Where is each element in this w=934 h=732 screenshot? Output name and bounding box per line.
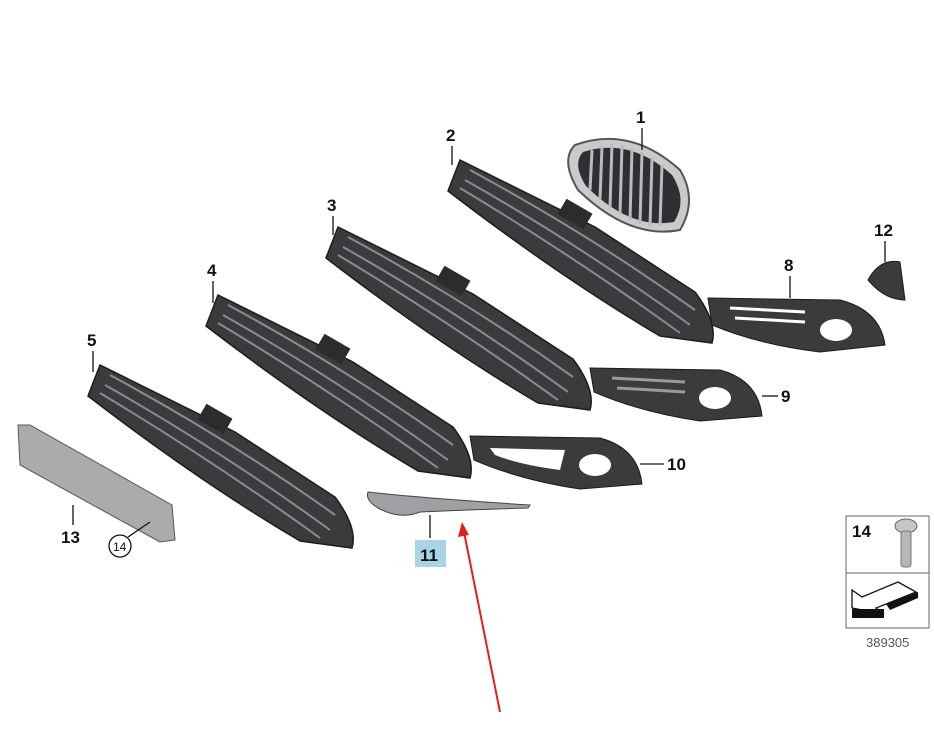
label-part-10[interactable]: 10 [667, 455, 686, 474]
circle-part-14 [108, 534, 132, 558]
label-part-4[interactable]: 4 [207, 261, 217, 280]
label-part-3[interactable]: 3 [327, 196, 336, 215]
part-1-kidney-grille[interactable] [567, 137, 690, 233]
part-9-fog-light-frame[interactable] [589, 367, 763, 422]
part-12-cover-cap[interactable] [867, 260, 906, 301]
label-part-2[interactable]: 2 [446, 126, 455, 145]
diagram-number: 389305 [866, 635, 909, 650]
red-arrow-annotation [458, 522, 501, 713]
part-8-fog-light-frame[interactable] [707, 297, 886, 353]
part-13-license-plate-base[interactable] [17, 424, 176, 543]
leader-lines [72, 128, 886, 538]
legend-label-14: 14 [852, 522, 871, 541]
label-part-12[interactable]: 12 [874, 221, 893, 240]
part-10-fog-light-frame[interactable] [469, 435, 643, 490]
label-part-13[interactable]: 13 [61, 528, 80, 547]
screw-icon [894, 518, 918, 568]
label-part-8[interactable]: 8 [784, 256, 793, 275]
label-part-5[interactable]: 5 [87, 331, 96, 350]
label-part-11[interactable]: 11 [420, 546, 438, 565]
arrow-icon [851, 581, 918, 618]
label-part-14[interactable]: 14 [113, 540, 127, 554]
highlight-box-part-11 [415, 540, 446, 567]
part-11-trim-strip[interactable] [367, 491, 531, 516]
legend-box: 14 [845, 515, 930, 629]
label-part-9[interactable]: 9 [781, 387, 790, 406]
label-part-1[interactable]: 1 [636, 108, 645, 127]
